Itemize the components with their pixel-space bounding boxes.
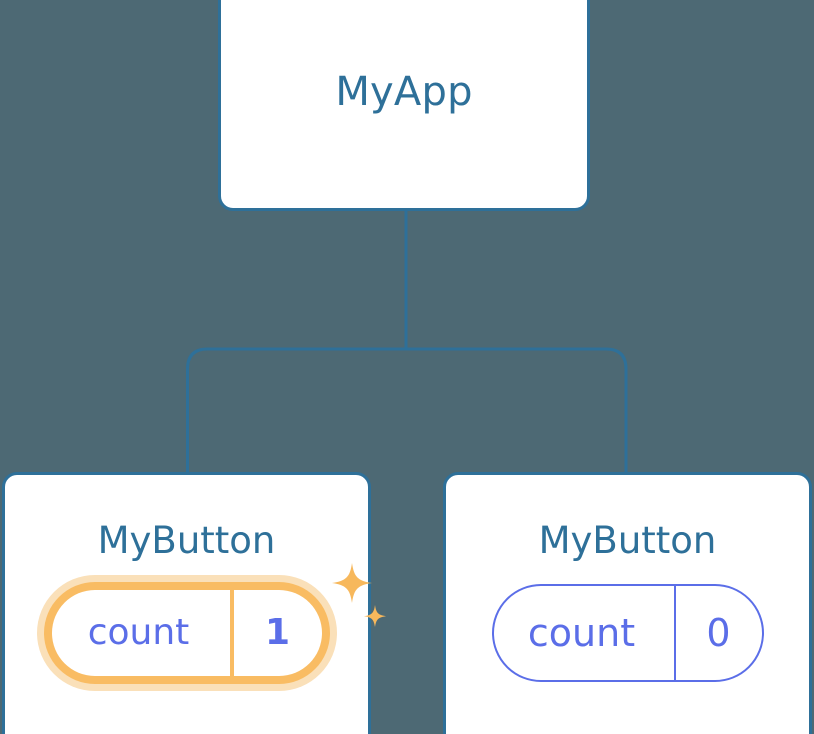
node-myapp-title: MyApp — [335, 68, 473, 115]
node-mybutton-0[interactable]: MyButton count 1 — [2, 472, 386, 734]
prop-pill-1[interactable]: count 0 — [491, 584, 764, 682]
prop-pill-1-value: 0 — [706, 611, 731, 655]
tree-connector-bus — [186, 347, 628, 474]
sparkle-star-icon — [331, 563, 372, 603]
prop-pill-0-divider — [229, 590, 234, 676]
node-mybutton-0-content: MyButton count 1 — [5, 475, 386, 734]
prop-pill-1-body[interactable]: count 0 — [491, 584, 764, 682]
node-mybutton-1-content: MyButton count 0 — [446, 475, 809, 734]
prop-pill-0[interactable]: count 1 — [36, 563, 386, 691]
node-mybutton-1[interactable]: MyButton count 0 — [443, 472, 812, 734]
node-myapp[interactable]: MyApp — [218, 0, 590, 211]
node-mybutton-1-title: MyButton — [538, 519, 717, 562]
prop-pill-0-body[interactable]: count 1 — [51, 590, 322, 676]
node-mybutton-0-title: MyButton — [97, 519, 276, 562]
prop-pill-1-key: count — [527, 611, 636, 655]
prop-pill-1-divider — [673, 586, 676, 680]
prop-pill-0-value: 1 — [264, 612, 291, 653]
prop-pill-0-key: count — [87, 612, 190, 653]
